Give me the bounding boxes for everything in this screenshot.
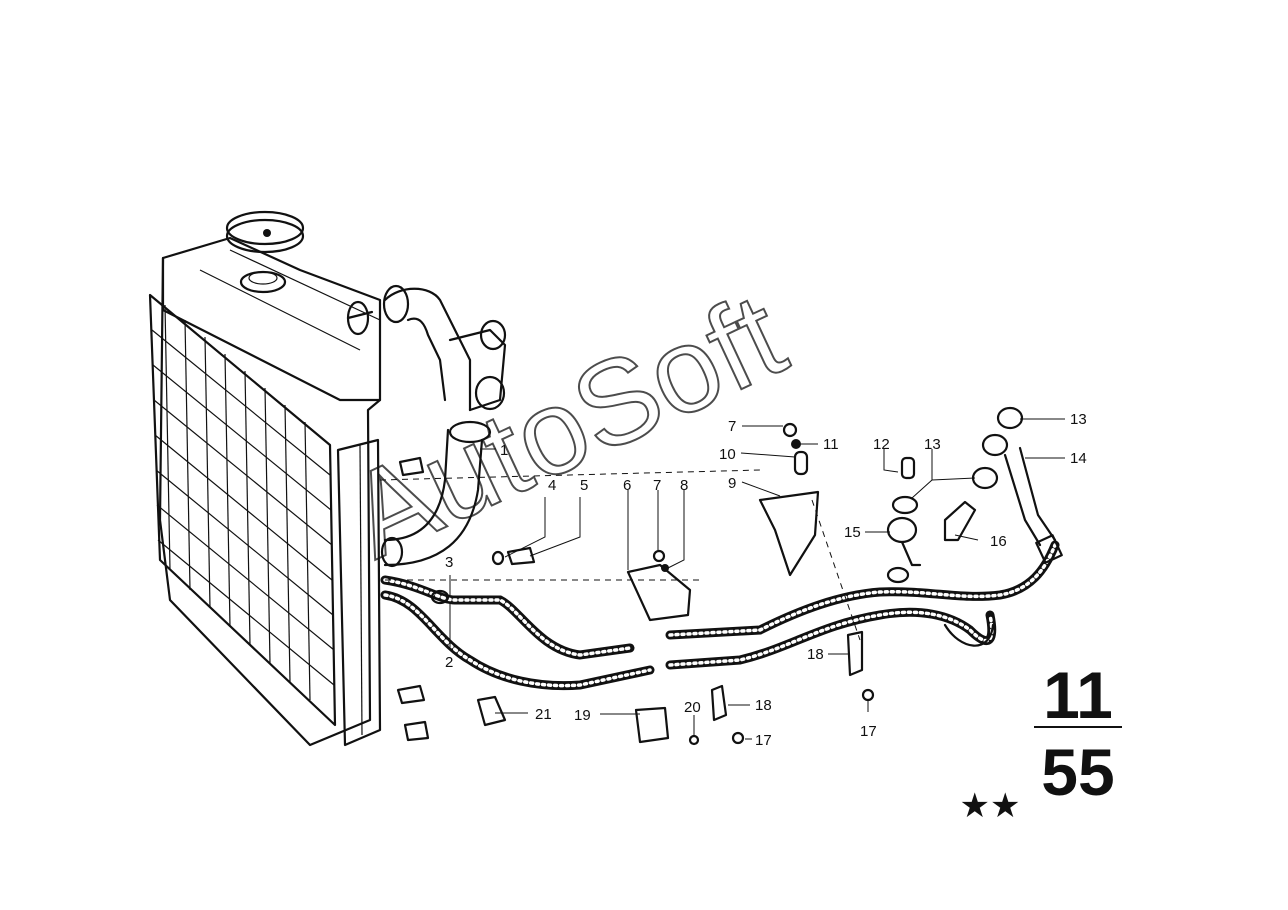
callout-14: 14 xyxy=(1070,450,1087,467)
stars-icon: ★★ xyxy=(960,786,1021,826)
callout-18-right: 18 xyxy=(807,646,824,663)
oil-lines xyxy=(380,406,1063,691)
callout-numbers: 1 2 3 4 5 6 7 8 7 9 10 11 12 13 13 14 15… xyxy=(445,411,1087,749)
callout-9: 9 xyxy=(728,475,736,492)
callout-10: 10 xyxy=(719,446,736,463)
leader-lines xyxy=(379,418,1065,740)
callout-17-left: 17 xyxy=(755,732,772,749)
fittings xyxy=(346,310,999,746)
callout-8: 8 xyxy=(680,477,688,494)
callout-13-lower: 13 xyxy=(924,436,941,453)
upper-hose-assembly xyxy=(346,284,507,568)
callout-13-upper: 13 xyxy=(1070,411,1087,428)
callout-20: 20 xyxy=(684,699,701,716)
callout-7-top: 7 xyxy=(728,418,736,435)
callout-6: 6 xyxy=(623,477,631,494)
group-number: 11 55 ★★ xyxy=(960,658,1122,826)
radiator xyxy=(148,236,382,747)
callout-15: 15 xyxy=(844,524,861,541)
callout-2: 2 xyxy=(445,654,453,671)
callout-3: 3 xyxy=(445,554,453,571)
group-number-bottom: 55 xyxy=(1041,735,1114,809)
group-number-top: 11 xyxy=(1043,658,1113,732)
callout-16: 16 xyxy=(990,533,1007,550)
callout-1: 1 xyxy=(500,442,508,459)
callout-18-left: 18 xyxy=(755,697,772,714)
callout-17-right: 17 xyxy=(860,723,877,740)
radiator-cap xyxy=(225,210,305,294)
callout-5: 5 xyxy=(580,477,588,494)
callout-19: 19 xyxy=(574,707,591,724)
radiator-core-grid xyxy=(151,304,335,701)
callout-21: 21 xyxy=(535,706,552,723)
callout-4: 4 xyxy=(548,477,556,494)
callout-11: 11 xyxy=(823,436,839,453)
callout-12: 12 xyxy=(873,436,890,453)
callout-7-bracket: 7 xyxy=(653,477,661,494)
